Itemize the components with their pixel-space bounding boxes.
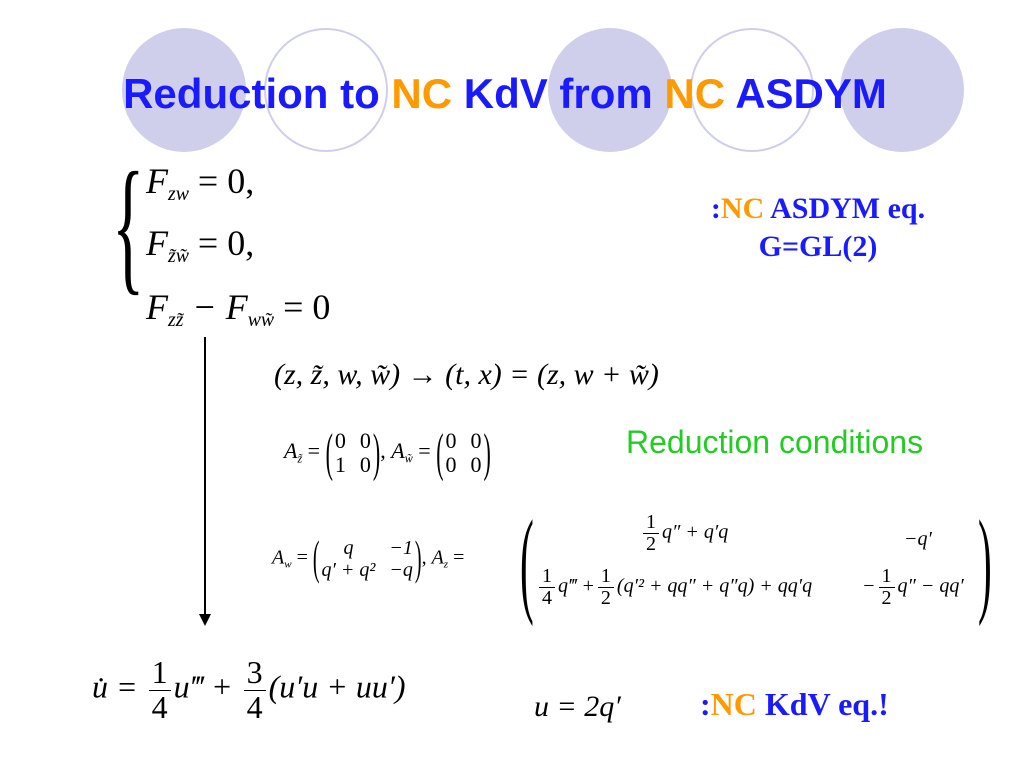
decor-circle-2 [264,28,388,152]
asdym-label: :NC ASDYM eq. G=GL(2) [658,190,978,265]
decor-circle-1 [122,28,246,152]
system-eq-3: Fzz̃ − Fww̃ = 0 [146,287,331,331]
decor-circle-5 [840,28,964,152]
title-part2: KdV from [452,70,665,117]
u-relation: u = 2q′ [534,690,621,723]
reduction-conditions-label: Reduction conditions [626,424,924,460]
gauge-group-label: G=GL(2) [758,229,878,263]
kdv-label: :NC KdV eq.! [700,686,889,722]
reduction-arrow-line [204,337,206,617]
title-nc1: NC [391,70,453,117]
az-matrix-close-paren: ) [978,496,992,627]
title-nc2: NC [664,70,726,117]
decor-circle-3 [548,28,672,152]
system-eq-2: Fz̃w̃ = 0, [146,223,255,267]
az-entry-12: −q′ [904,528,932,550]
az-matrix-open-paren: ( [520,496,534,627]
title-part1: Reduction to [123,70,392,117]
decor-circle-4 [690,28,814,152]
reduction-arrow-head [199,614,211,626]
coordinate-map: (z, z̃, w, w̃) → (t, x) = (z, w + w̃) [274,358,659,391]
slide-title: Reduction to NC KdV from NC ASDYM [0,70,1010,118]
system-brace: { [112,142,145,308]
system-eq-1: Fzw = 0, [146,161,255,205]
title-part3: ASDYM [725,70,887,117]
